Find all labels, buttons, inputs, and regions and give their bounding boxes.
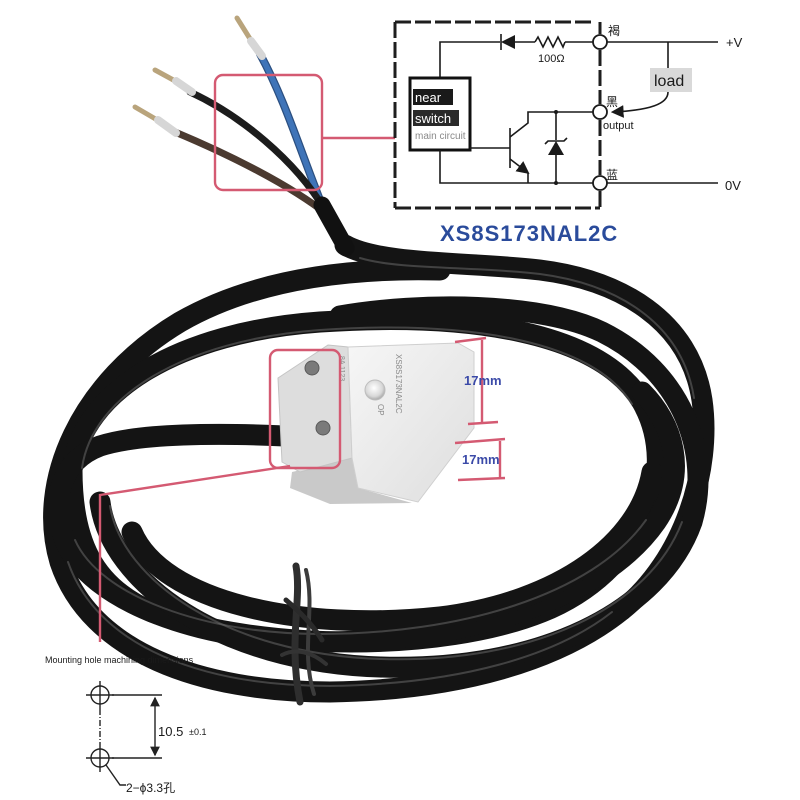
load-box	[650, 68, 692, 92]
sensor-model-print: XS8S173NAL2C	[394, 354, 403, 414]
cable-sheen	[359, 257, 695, 399]
mounting-hole-top	[304, 360, 320, 376]
terminal-black-label: 黑	[606, 95, 618, 109]
emitter-arrow	[509, 158, 530, 174]
dimension-label-a: 17mm	[464, 373, 502, 388]
terminal-blue-label: 蓝	[606, 168, 618, 182]
mounting-title: Mounting hole machining dimensions	[45, 655, 194, 665]
hole-spec: 2−ϕ3.3孔	[126, 781, 175, 795]
collector-trace	[509, 111, 593, 138]
junction-dot	[554, 110, 558, 114]
resistor-value: 100Ω	[538, 53, 565, 65]
callouts	[98, 73, 395, 642]
sensor-bottom-face	[290, 458, 412, 504]
cable-sheen	[109, 505, 683, 661]
dimension-line	[454, 437, 506, 445]
label-highlight	[413, 89, 453, 105]
main-circuit-line3: main circuit	[415, 131, 466, 142]
diode-symbol	[501, 35, 515, 49]
mounting-hole-drawing: Mounting hole machining dimensions 10.5 …	[45, 655, 206, 795]
zener-symbol	[548, 141, 564, 155]
dimension-line	[457, 476, 506, 482]
proximity-sensor: XS8S173NAL2C OP 8A 1123	[277, 342, 475, 504]
zero-rail-label: 0V	[725, 178, 741, 193]
main-circuit-line2: switch	[415, 111, 451, 126]
cable-loop-6	[121, 461, 663, 632]
load-to-output-trace	[610, 91, 669, 118]
terminal-black	[592, 104, 608, 120]
terminal-brown	[592, 34, 608, 50]
dimension-line	[467, 420, 499, 426]
blue-wire-ferrule	[247, 37, 266, 60]
label-highlight	[413, 110, 459, 126]
hole-bottom-crosshair	[86, 744, 114, 772]
blue-wire	[257, 51, 325, 208]
brown-wire-ferrule	[154, 116, 180, 137]
ground-trace	[439, 150, 593, 184]
brown-wire	[171, 128, 332, 219]
cable-sheen	[74, 519, 647, 636]
sensor-dimensions: 17mm 17mm	[454, 336, 506, 482]
load-label: load	[654, 73, 684, 90]
mount-face-callout-leader	[98, 464, 291, 642]
cable-coil	[43, 234, 715, 703]
hole-spacing-tolerance: ±0.1	[189, 727, 206, 737]
dimension-line	[454, 336, 487, 344]
hole-spacing: 10.5	[158, 724, 183, 739]
lead-wires	[132, 15, 355, 257]
black-wire-ferrule	[172, 77, 196, 96]
extension-lines	[112, 694, 162, 759]
indicator-led	[364, 379, 386, 401]
dimension-label-b: 17mm	[462, 452, 500, 467]
black-wire	[186, 88, 329, 214]
cable-sheen	[81, 326, 633, 469]
main-circuit-line1: near	[415, 90, 442, 105]
cable-tie	[280, 562, 328, 706]
sensor-front-face	[347, 342, 475, 503]
sensor-code-print: 8A 1123	[338, 356, 345, 381]
wiring-diagram: 100Ω near switch main circuit 褐 黑 output…	[393, 20, 743, 210]
resistor-symbol	[534, 35, 566, 49]
hole-top-crosshair	[86, 681, 114, 709]
supply-trace	[439, 41, 500, 80]
sensor-indicator-print: OP	[376, 404, 385, 416]
wire-callout-box	[213, 73, 324, 192]
output-label: output	[603, 120, 634, 132]
zener-bar	[544, 137, 568, 145]
hole-spec-leader	[105, 764, 126, 786]
cable-loop-2	[43, 259, 633, 703]
terminal-brown-label: 褐	[608, 23, 620, 38]
terminal-blue	[592, 175, 608, 191]
mount-face-callout-box	[268, 348, 342, 470]
mounting-hole-bottom	[315, 420, 331, 436]
cable-sheen	[67, 561, 613, 688]
cable-loop-5	[89, 296, 709, 678]
cable-sheath	[313, 196, 355, 257]
positive-rail-label: +V	[726, 35, 743, 50]
model-number: XS8S173NAL2C	[440, 221, 618, 246]
